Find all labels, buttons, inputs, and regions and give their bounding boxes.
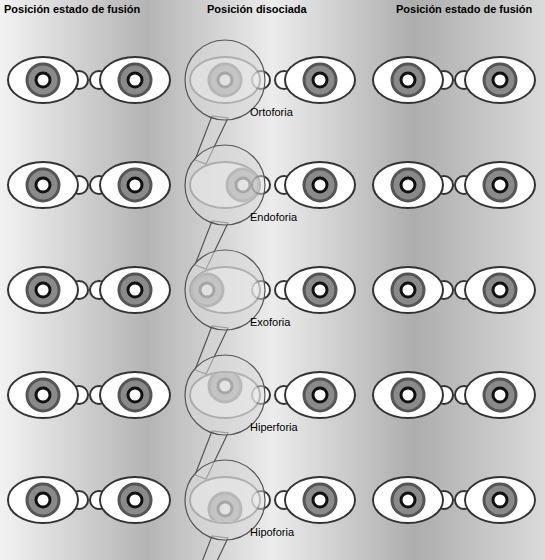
phoria-row bbox=[8, 250, 535, 374]
eye bbox=[8, 162, 78, 208]
eye bbox=[285, 477, 355, 523]
phoria-label: Ortoforia bbox=[250, 106, 293, 118]
eye bbox=[373, 477, 443, 523]
eye bbox=[8, 267, 78, 313]
phoria-row bbox=[8, 145, 535, 269]
eye bbox=[285, 372, 355, 418]
column-header: Posición estado de fusión bbox=[4, 3, 140, 15]
occluder bbox=[185, 460, 265, 560]
column-header: Posición disociada bbox=[207, 3, 307, 15]
phoria-row bbox=[8, 355, 535, 479]
eye bbox=[465, 372, 535, 418]
column-header: Posición estado de fusión bbox=[396, 3, 532, 15]
phoria-row bbox=[8, 460, 535, 560]
phoria-label: Hipoforia bbox=[250, 526, 294, 538]
phoria-label: Endoforia bbox=[250, 211, 297, 223]
eye bbox=[465, 57, 535, 103]
eye bbox=[8, 372, 78, 418]
eye bbox=[285, 57, 355, 103]
eye bbox=[465, 267, 535, 313]
phoria-label: Hiperforia bbox=[250, 421, 298, 433]
eye bbox=[373, 372, 443, 418]
eye bbox=[100, 267, 170, 313]
eye bbox=[100, 372, 170, 418]
eye bbox=[373, 162, 443, 208]
phoria-label: Exoforia bbox=[250, 316, 290, 328]
phoria-row bbox=[8, 40, 535, 164]
eye bbox=[373, 267, 443, 313]
eye bbox=[8, 477, 78, 523]
eye bbox=[8, 57, 78, 103]
eye bbox=[100, 57, 170, 103]
eye bbox=[465, 477, 535, 523]
eye bbox=[285, 162, 355, 208]
eye bbox=[285, 267, 355, 313]
eye bbox=[100, 477, 170, 523]
eye bbox=[465, 162, 535, 208]
eye bbox=[373, 57, 443, 103]
eye bbox=[100, 162, 170, 208]
